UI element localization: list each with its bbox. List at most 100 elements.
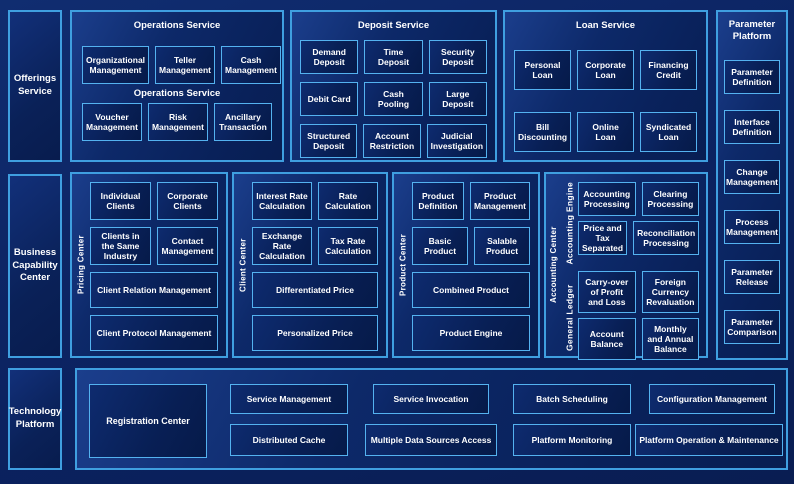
box-parameter-comparison: Parameter Comparison [724, 309, 780, 344]
box-platform-operation-maintenance: Platform Operation & Maintenance [635, 424, 783, 456]
panel-accounting-center: Accounting Center Accounting Engine Acco… [544, 172, 708, 360]
box-combined-product: Combined Product [412, 272, 530, 308]
box-syndicated-loan: Syndicated Loan [640, 112, 698, 153]
box-organizational-management: Organizational Management [82, 46, 150, 85]
box-online-loan: Online Loan [577, 112, 635, 153]
box-judicial-investigation: Judicial Investigation [426, 124, 488, 159]
box-tax-rate-calculation: Tax Rate Calculation [318, 227, 378, 265]
box-rate-calculation: Rate Calculation [318, 182, 378, 220]
sidebar-technology-platform: Technology Platform [8, 368, 62, 470]
box-configuration-management: Configuration Management [649, 384, 775, 414]
box-contact-management: Contact Management [157, 227, 218, 265]
panel-pricing-center: Pricing Center Individual Clients Corpor… [70, 172, 228, 358]
accounting-engine-group: Accounting Engine Accounting Processing … [561, 182, 700, 265]
general-ledger-label: General Ledger [564, 284, 575, 351]
box-corporate-loan: Corporate Loan [577, 50, 634, 91]
box-batch-scheduling: Batch Scheduling [513, 384, 631, 414]
pricing-center-label: Pricing Center [76, 235, 86, 295]
panel-parameter-platform: Parameter Platform Parameter Definition … [716, 10, 788, 360]
box-service-invocation: Service Invocation [373, 384, 489, 414]
operations-service-title: Operations Service [133, 20, 221, 31]
accounting-engine-label: Accounting Engine [564, 182, 575, 265]
box-exchange-rate-calculation: Exchange Rate Calculation [252, 227, 312, 265]
box-individual-clients: Individual Clients [90, 182, 151, 220]
box-accounting-processing: Accounting Processing [578, 182, 636, 216]
box-salable-product: Salable Product [474, 227, 530, 265]
box-financing-credit: Financing Credit [640, 50, 697, 91]
pricing-row-2: Clients in the Same Industry Contact Man… [90, 227, 218, 265]
box-corporate-clients: Corporate Clients [157, 182, 218, 220]
box-registration-center: Registration Center [89, 384, 207, 458]
box-multiple-data-sources-access: Multiple Data Sources Access [365, 424, 497, 456]
box-risk-management: Risk Management [147, 103, 208, 142]
box-cash-management: Cash Management [221, 46, 281, 85]
box-monthly-annual-balance: Monthly and Annual Balance [641, 317, 700, 360]
sidebar-business-capability-center: Business Capability Center [8, 174, 62, 358]
deposit-service-title: Deposit Service [357, 20, 430, 31]
box-clients-same-industry: Clients in the Same Industry [90, 227, 151, 265]
accounting-center-label: Accounting Center [549, 226, 558, 304]
box-product-definition: Product Definition [412, 182, 465, 220]
box-service-management: Service Management [230, 384, 348, 414]
loan-service-title: Loan Service [575, 20, 636, 31]
deposit-row-2: Debit Card Cash Pooling Large Deposit [300, 82, 487, 117]
panel-client-center: Client Center Interest Rate Calculation … [232, 172, 388, 358]
product-center-label: Product Center [398, 234, 408, 296]
box-clearing-processing: Clearing Processing [641, 182, 700, 216]
deposit-row-3: Structured Deposit Account Restriction J… [300, 124, 488, 159]
box-voucher-management: Voucher Management [82, 103, 142, 142]
box-basic-product: Basic Product [412, 227, 468, 265]
panel-product-center: Product Center Product Definition Produc… [392, 172, 540, 358]
box-change-management: Change Management [724, 159, 780, 194]
box-process-management: Process Management [724, 209, 780, 244]
parameter-platform-title: Parameter Platform [728, 19, 776, 43]
general-ledger-group: General Ledger Carry-over of Profit and … [561, 270, 700, 365]
business-capability-center-label: Business Capability Center [12, 246, 58, 284]
box-structured-deposit: Structured Deposit [300, 124, 358, 159]
box-debit-card: Debit Card [300, 82, 359, 117]
technology-platform-label: Technology Platform [8, 406, 62, 430]
box-parameter-release: Parameter Release [724, 259, 780, 294]
operations-row-1: Organizational Management Teller Managem… [82, 46, 281, 85]
box-product-management: Product Management [470, 182, 530, 220]
box-distributed-cache: Distributed Cache [230, 424, 348, 456]
box-account-restriction: Account Restriction [363, 124, 421, 159]
box-personal-loan: Personal Loan [514, 50, 571, 91]
client-center-label: Client Center [238, 238, 248, 292]
box-interest-rate-calculation: Interest Rate Calculation [252, 182, 312, 220]
box-security-deposit: Security Deposit [428, 40, 487, 75]
box-account-balance: Account Balance [578, 317, 636, 360]
box-client-protocol-management: Client Protocol Management [90, 315, 218, 351]
panel-loan-service: Loan Service Personal Loan Corporate Loa… [503, 10, 708, 162]
box-teller-management: Teller Management [155, 46, 215, 85]
box-personalized-price: Personalized Price [252, 315, 378, 351]
client-row-1: Interest Rate Calculation Rate Calculati… [252, 182, 378, 220]
client-row-2: Exchange Rate Calculation Tax Rate Calcu… [252, 227, 378, 265]
product-row-1: Product Definition Product Management [412, 182, 530, 220]
loan-row-2: Bill Discounting Online Loan Syndicated … [514, 112, 698, 153]
box-carry-over-profit-loss: Carry-over of Profit and Loss [578, 270, 636, 313]
box-ancillary-transaction: Ancillary Transaction [213, 103, 272, 142]
panel-deposit-service: Deposit Service Demand Deposit Time Depo… [290, 10, 497, 162]
box-bill-discounting: Bill Discounting [514, 112, 572, 153]
pricing-row-1: Individual Clients Corporate Clients [90, 182, 218, 220]
panel-operations-service: Operations Service Organizational Manage… [70, 10, 284, 162]
box-foreign-currency-revaluation: Foreign Currency Revaluation [641, 270, 700, 313]
box-product-engine: Product Engine [412, 315, 530, 351]
operations-row-2: Voucher Management Risk Management Ancil… [82, 103, 272, 142]
box-cash-pooling: Cash Pooling [364, 82, 423, 117]
accounting-engine-row-1: Accounting Processing Clearing Processin… [578, 182, 700, 216]
panel-technology-platform: Registration Center Service Management D… [75, 368, 788, 470]
offerings-service-label: Offerings Service [13, 73, 57, 97]
general-ledger-row-2: Account Balance Monthly and Annual Balan… [578, 317, 700, 360]
sidebar-offerings-service: Offerings Service [8, 10, 62, 162]
box-time-deposit: Time Deposit [364, 40, 423, 75]
box-differentiated-price: Differentiated Price [252, 272, 378, 308]
box-reconciliation-processing: Reconciliation Processing [633, 221, 700, 255]
accounting-engine-row-2: Price and Tax Separated Reconciliation P… [578, 221, 700, 255]
loan-row-1: Personal Loan Corporate Loan Financing C… [514, 50, 697, 91]
box-interface-definition: Interface Definition [724, 109, 780, 144]
general-ledger-row-1: Carry-over of Profit and Loss Foreign Cu… [578, 270, 700, 313]
box-price-and-tax-separated: Price and Tax Separated [578, 221, 628, 255]
